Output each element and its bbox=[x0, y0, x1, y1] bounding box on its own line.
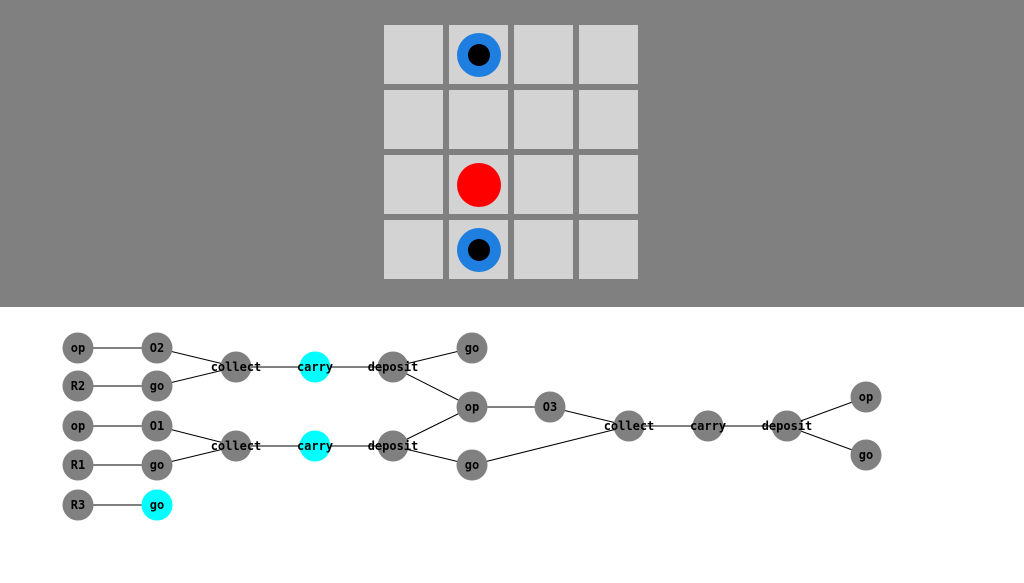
graph-node-op[interactable]: op bbox=[62, 410, 94, 442]
node-circle bbox=[220, 430, 252, 462]
graph-node-go[interactable]: go bbox=[456, 332, 488, 364]
graph-node-collect[interactable]: collect bbox=[604, 410, 655, 442]
node-circle bbox=[771, 410, 803, 442]
node-circle bbox=[62, 332, 94, 364]
grid-cell-r3-c0[interactable] bbox=[384, 220, 443, 279]
node-label: R2 bbox=[71, 379, 85, 393]
node-circle bbox=[456, 332, 488, 364]
node-circle bbox=[377, 351, 409, 383]
node-circle bbox=[220, 351, 252, 383]
node-circle bbox=[62, 449, 94, 481]
graph-node-collect[interactable]: collect bbox=[211, 351, 262, 383]
graph-node-go[interactable]: go bbox=[141, 489, 173, 521]
node-label: deposit bbox=[762, 419, 813, 433]
graph-edges bbox=[78, 347, 867, 506]
graph-node-r1[interactable]: R1 bbox=[62, 449, 94, 481]
graph-node-deposit[interactable]: deposit bbox=[368, 430, 419, 462]
graph-node-carry[interactable]: carry bbox=[297, 351, 333, 383]
node-label: carry bbox=[690, 419, 726, 433]
node-circle bbox=[62, 489, 94, 521]
node-label: carry bbox=[297, 439, 333, 453]
node-label: carry bbox=[297, 360, 333, 374]
node-label: collect bbox=[211, 439, 262, 453]
node-label: op bbox=[71, 419, 85, 433]
node-circle bbox=[850, 381, 882, 413]
node-circle bbox=[141, 410, 173, 442]
graph-node-op[interactable]: op bbox=[62, 332, 94, 364]
node-circle bbox=[299, 351, 331, 383]
grid-cell-r2-c3[interactable] bbox=[579, 155, 638, 214]
grid-cell-r1-c1[interactable] bbox=[449, 90, 508, 149]
graph-node-go[interactable]: go bbox=[141, 370, 173, 402]
node-circle bbox=[141, 449, 173, 481]
node-label: go bbox=[150, 458, 164, 472]
graph-node-deposit[interactable]: deposit bbox=[762, 410, 813, 442]
agent-core-icon bbox=[467, 43, 490, 66]
grid-cell-r1-c0[interactable] bbox=[384, 90, 443, 149]
node-label: go bbox=[859, 448, 873, 462]
node-circle bbox=[141, 370, 173, 402]
node-label: collect bbox=[604, 419, 655, 433]
node-label: go bbox=[465, 341, 479, 355]
red-ball-icon bbox=[456, 162, 501, 207]
grid-cell-r2-c2[interactable] bbox=[514, 155, 573, 214]
graph-node-op[interactable]: op bbox=[850, 381, 882, 413]
agent-ring-icon bbox=[456, 32, 501, 77]
grid-cell-r0-c3[interactable] bbox=[579, 25, 638, 84]
graph-node-op[interactable]: op bbox=[456, 391, 488, 423]
node-circle bbox=[141, 489, 173, 521]
node-label: go bbox=[150, 379, 164, 393]
node-circle bbox=[299, 430, 331, 462]
grid-cell-r3-c2[interactable] bbox=[514, 220, 573, 279]
node-label: op bbox=[71, 341, 85, 355]
graph-node-o3[interactable]: O3 bbox=[534, 391, 566, 423]
graph-node-o1[interactable]: O1 bbox=[141, 410, 173, 442]
node-circle bbox=[141, 332, 173, 364]
node-label: O2 bbox=[150, 341, 164, 355]
graph-node-go[interactable]: go bbox=[850, 439, 882, 471]
graph-node-carry[interactable]: carry bbox=[690, 410, 726, 442]
grid-board-panel bbox=[0, 0, 1024, 307]
node-circle bbox=[62, 370, 94, 402]
graph-node-carry[interactable]: carry bbox=[297, 430, 333, 462]
agent-core-icon bbox=[467, 238, 490, 261]
node-circle bbox=[456, 391, 488, 423]
node-circle bbox=[456, 449, 488, 481]
node-label: R3 bbox=[71, 498, 85, 512]
node-circle bbox=[613, 410, 645, 442]
grid-cell-r0-c2[interactable] bbox=[514, 25, 573, 84]
graph-node-collect[interactable]: collect bbox=[211, 430, 262, 462]
agent-ring-icon bbox=[456, 227, 501, 272]
node-circle bbox=[692, 410, 724, 442]
node-label: op bbox=[465, 400, 479, 414]
node-label: O1 bbox=[150, 419, 164, 433]
node-circle bbox=[62, 410, 94, 442]
grid-cell-r1-c3[interactable] bbox=[579, 90, 638, 149]
node-circle bbox=[850, 439, 882, 471]
graph-node-deposit[interactable]: deposit bbox=[368, 351, 419, 383]
node-circle bbox=[377, 430, 409, 462]
node-label: go bbox=[150, 498, 164, 512]
node-label: op bbox=[859, 390, 873, 404]
graph-node-r2[interactable]: R2 bbox=[62, 370, 94, 402]
grid-cell-r1-c2[interactable] bbox=[514, 90, 573, 149]
grid-cell-r2-c0[interactable] bbox=[384, 155, 443, 214]
graph-node-o2[interactable]: O2 bbox=[141, 332, 173, 364]
node-label: go bbox=[465, 458, 479, 472]
node-label: deposit bbox=[368, 360, 419, 374]
grid-cell-r0-c0[interactable] bbox=[384, 25, 443, 84]
node-label: R1 bbox=[71, 458, 85, 472]
graph-node-go[interactable]: go bbox=[456, 449, 488, 481]
graph-edge bbox=[471, 425, 630, 466]
node-label: deposit bbox=[368, 439, 419, 453]
grid-cell-r3-c3[interactable] bbox=[579, 220, 638, 279]
node-circle bbox=[534, 391, 566, 423]
node-label: O3 bbox=[543, 400, 557, 414]
graph-node-go[interactable]: go bbox=[141, 449, 173, 481]
graph-node-r3[interactable]: R3 bbox=[62, 489, 94, 521]
node-label: collect bbox=[211, 360, 262, 374]
